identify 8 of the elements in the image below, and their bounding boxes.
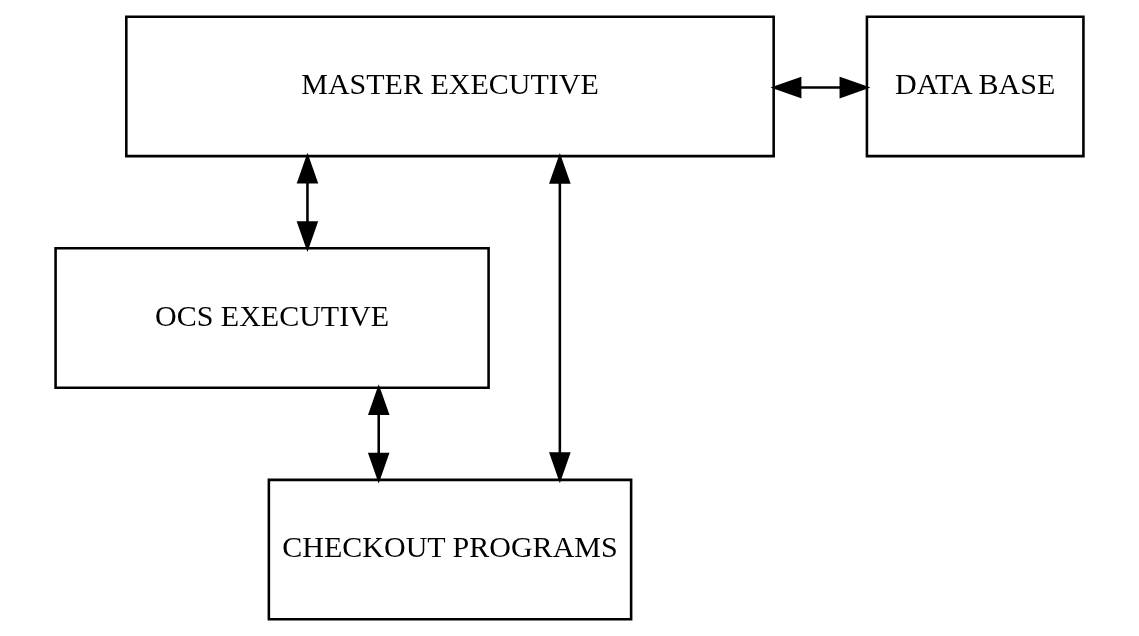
node-box: MASTER EXECUTIVE bbox=[125, 15, 775, 158]
arrow bbox=[549, 152, 571, 484]
node-box: OCS EXECUTIVE bbox=[54, 247, 490, 389]
arrow bbox=[770, 76, 871, 99]
node-box: DATA BASE bbox=[865, 15, 1085, 158]
node-box: CHECKOUT PROGRAMS bbox=[267, 478, 633, 621]
arrow bbox=[296, 152, 319, 253]
arrow bbox=[367, 384, 390, 484]
